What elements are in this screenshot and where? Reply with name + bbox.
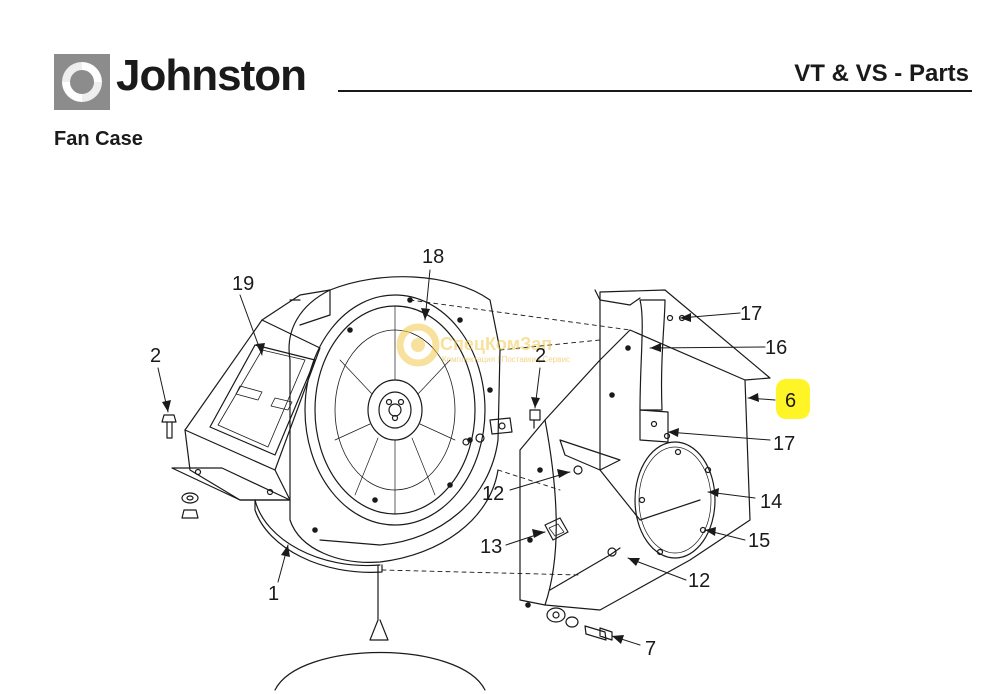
callout-2-right: 2 bbox=[535, 345, 546, 367]
fan-case-side-panel bbox=[519, 289, 771, 611]
document-title: VT & VS - Parts bbox=[794, 60, 969, 87]
leader-arrowheads bbox=[162, 308, 759, 644]
watermark-sub-text: Комплектация | Поставки | Сервис bbox=[442, 355, 570, 364]
housing-callout-stem bbox=[274, 564, 486, 691]
fan-housing bbox=[254, 276, 513, 573]
watermark: СпецКомЗап Комплектация | Поставки | Сер… bbox=[396, 323, 570, 367]
callout-17-top: 17 bbox=[740, 303, 762, 325]
callout-13: 13 bbox=[480, 536, 502, 558]
callout-18: 18 bbox=[422, 246, 444, 268]
callout-16: 16 bbox=[765, 337, 787, 359]
callout-17-bottom: 17 bbox=[773, 433, 795, 455]
alignment-lines bbox=[381, 299, 631, 576]
johnston-logo-icon bbox=[54, 54, 110, 110]
discharge-chute bbox=[171, 289, 331, 501]
callout-15: 15 bbox=[748, 530, 770, 552]
header-divider bbox=[338, 90, 972, 92]
callout-labels: 19 18 2 2 17 16 6 17 14 15 12 12 13 7 1 bbox=[150, 246, 796, 660]
callout-14: 14 bbox=[760, 491, 782, 513]
callout-19: 19 bbox=[232, 273, 254, 295]
callout-6: 6 bbox=[785, 390, 796, 412]
callout-1: 1 bbox=[268, 583, 279, 605]
page-header: Johnston VT & VS - Parts bbox=[0, 0, 983, 130]
hardware-bolts bbox=[161, 409, 613, 641]
callout-2-left: 2 bbox=[150, 345, 161, 367]
watermark-main-text: СпецКомЗап bbox=[440, 334, 552, 354]
callout-highlight bbox=[776, 379, 810, 419]
callout-12-top: 12 bbox=[482, 483, 504, 505]
brand-name: Johnston bbox=[116, 51, 307, 100]
section-title: Fan Case bbox=[54, 128, 143, 150]
callout-12-bottom: 12 bbox=[688, 570, 710, 592]
callout-7: 7 bbox=[645, 638, 656, 660]
